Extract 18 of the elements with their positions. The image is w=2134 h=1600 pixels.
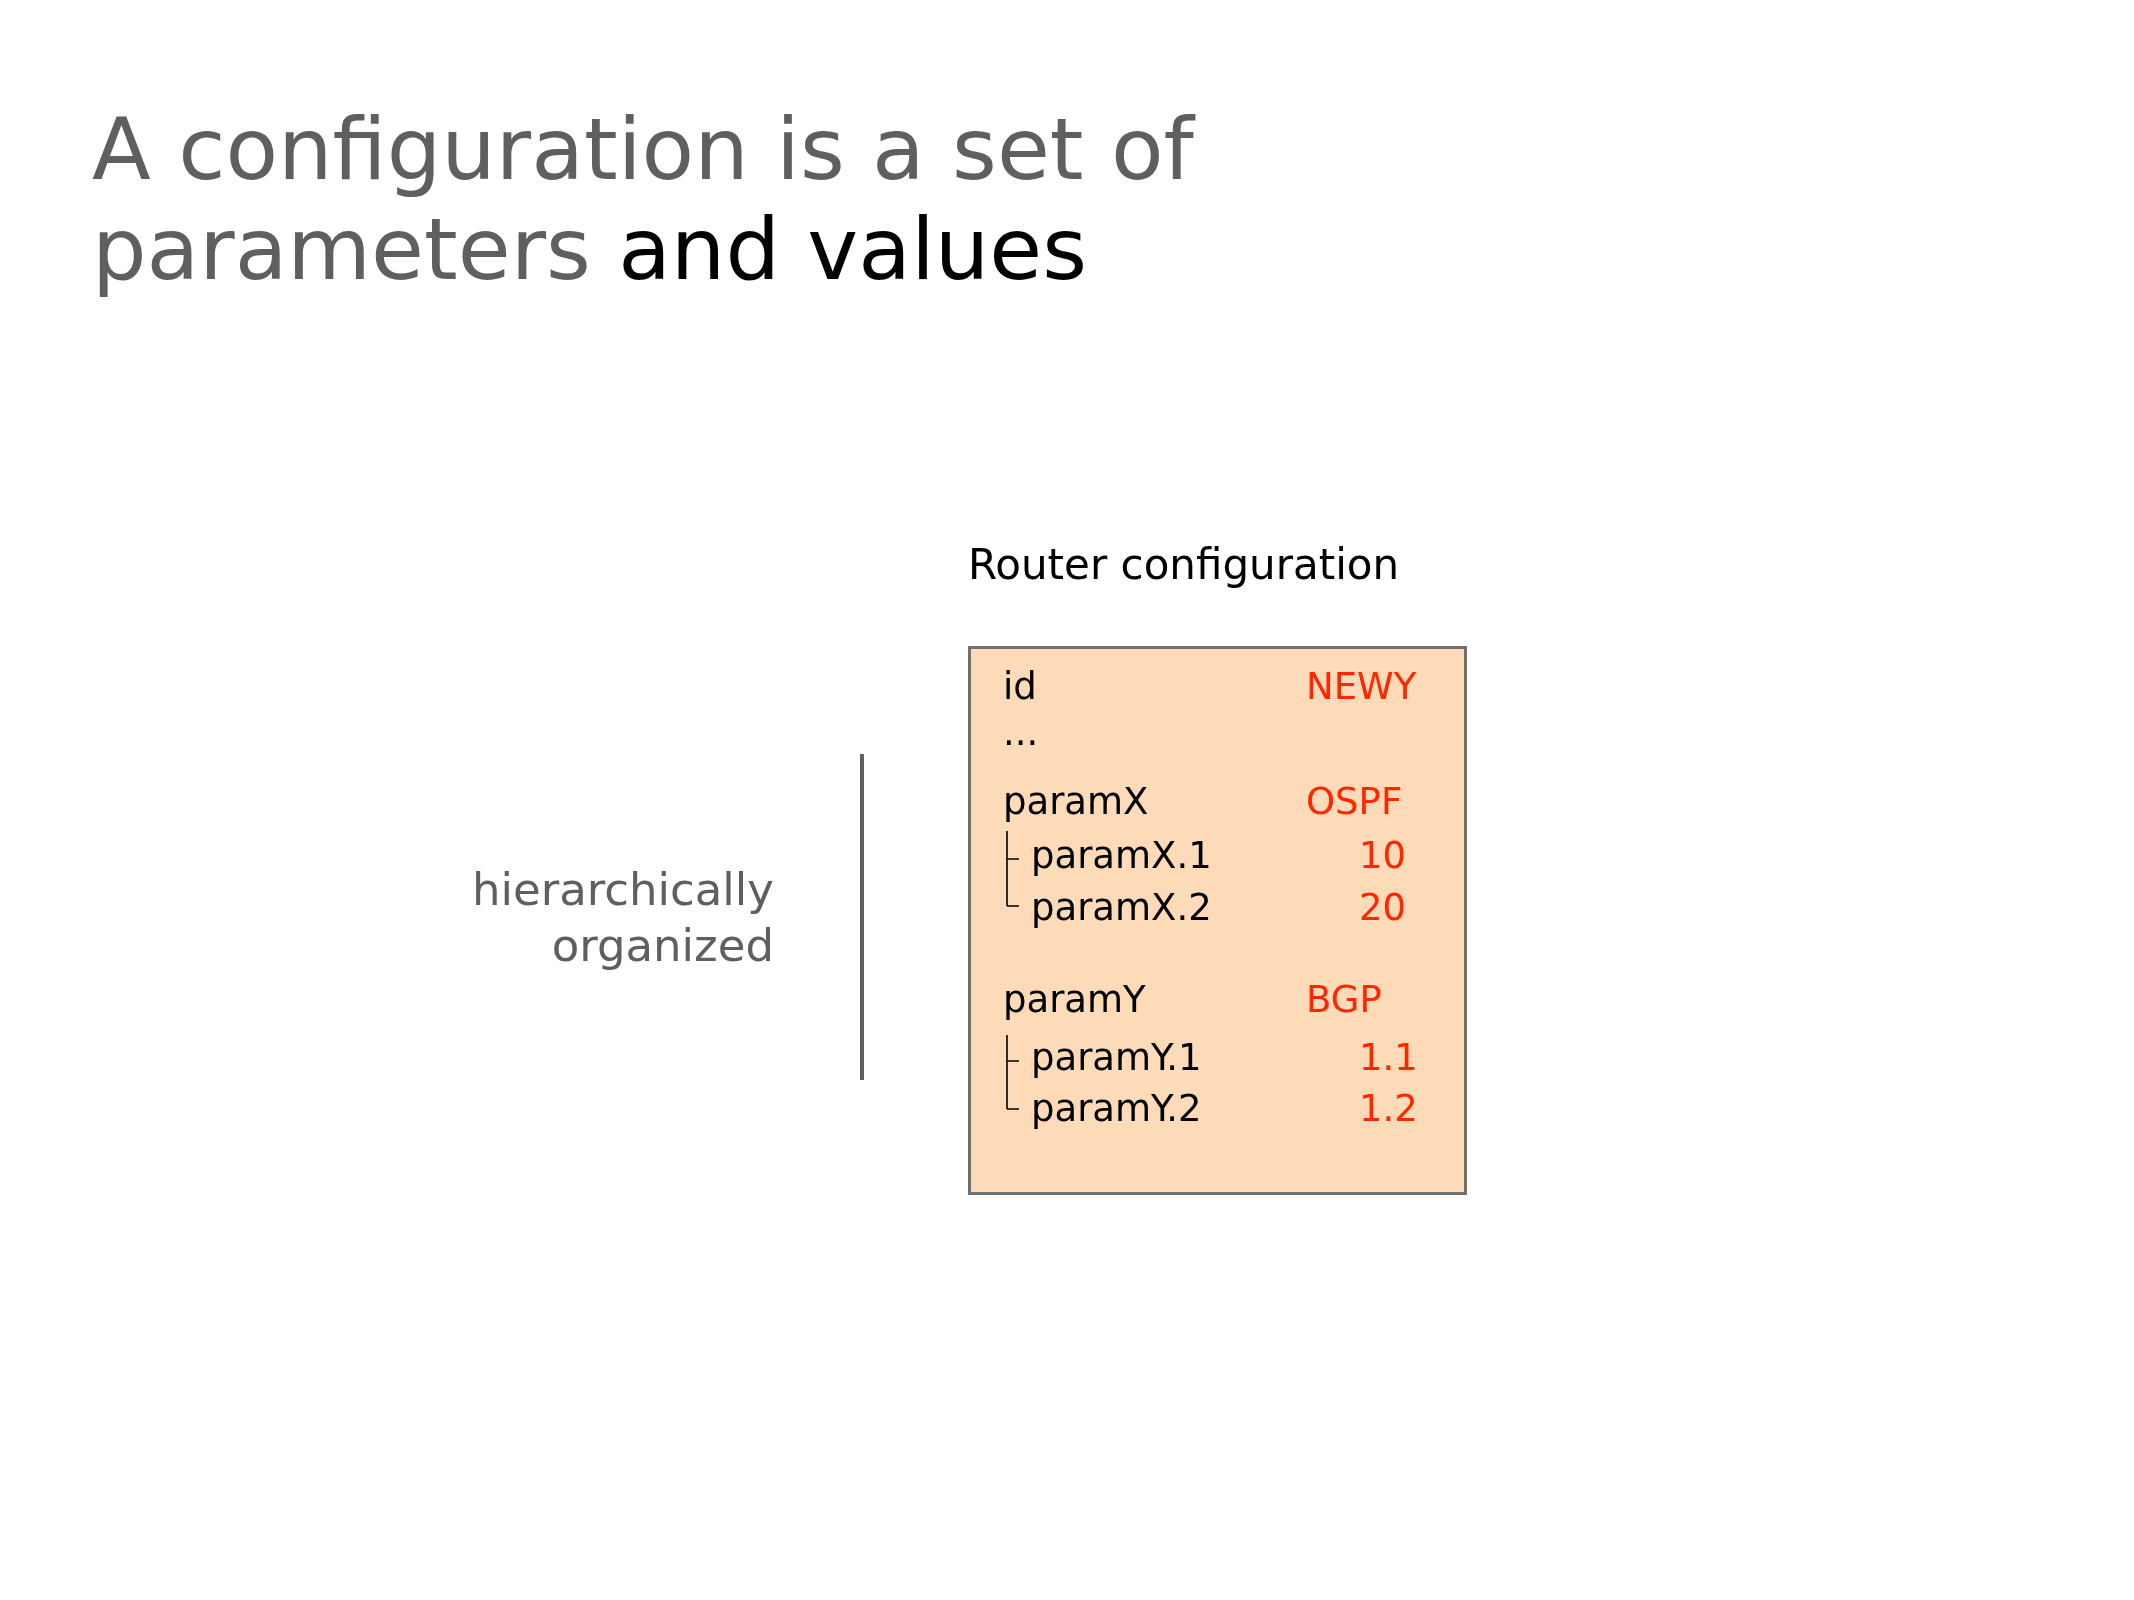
sub-parameter-name: paramX.1 (1031, 834, 1212, 878)
parameter-value: 10 (1359, 834, 1407, 878)
parameter-value: BGP (1306, 978, 1382, 1022)
slide-title: A configuration is a set of parameters and values (92, 99, 1197, 299)
parameter-value: 20 (1359, 886, 1407, 930)
sub-parameter-name: paramY.1 (1031, 1036, 1202, 1080)
parameter-value: 1.1 (1359, 1036, 1418, 1080)
parameter-value: NEWY (1306, 665, 1417, 709)
parameter-name: paramX (1003, 780, 1149, 824)
sub-parameter-name: paramX.2 (1031, 886, 1212, 930)
parameter-value: 1.2 (1359, 1087, 1418, 1131)
parameter-name: paramY (1003, 978, 1146, 1022)
sub-parameter-name: paramY.2 (1031, 1087, 1202, 1131)
panel-heading: Router configuration (968, 540, 1400, 590)
parameter-name: id (1003, 665, 1037, 709)
ellipsis-text: ... (1003, 711, 1039, 755)
parameter-value: OSPF (1306, 780, 1403, 824)
annotation-text: hierarchically organized (471, 862, 774, 974)
